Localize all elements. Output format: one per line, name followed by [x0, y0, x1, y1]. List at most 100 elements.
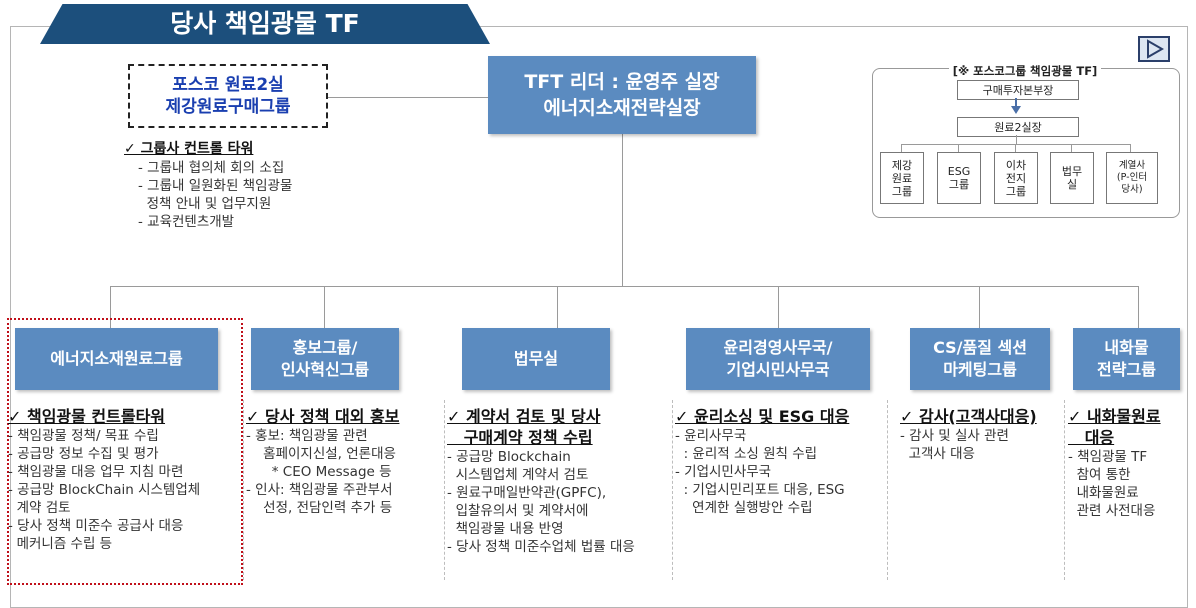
- dept-heading: ✓ 내화물원료: [1068, 407, 1161, 426]
- dept-item: 메커니즘 수립 등: [8, 536, 113, 552]
- dept-name: 전략그룹: [1097, 360, 1156, 379]
- inset-title: [※ 포스코그룹 책임광물 TF]: [948, 64, 1102, 78]
- dept-heading: ✓ 계약서 검토 및 당사: [447, 407, 601, 426]
- dept-name: 기업시민사무국: [726, 360, 830, 379]
- dept-box-energy-materials: 에너지소재원료그룹: [15, 328, 218, 390]
- inset-line: [958, 144, 959, 152]
- inset-child-text: ESG: [947, 165, 971, 178]
- column-separator: [672, 400, 673, 580]
- column-separator: [887, 400, 888, 580]
- dept-detail-pr-hr: ✓ 당사 정책 대외 홍보 - 홍보: 책임광물 관련 홈페이지신설, 언론대응…: [246, 406, 442, 517]
- dept-heading: ✓ 윤리소싱 및 ESG 대응: [675, 407, 850, 426]
- dept-item: 선정, 전담인력 추가 등: [246, 500, 393, 516]
- connector-line: [557, 286, 558, 328]
- play-icon[interactable]: [1138, 36, 1170, 62]
- inset-line: [901, 144, 902, 152]
- inset-top-box: 구매투자본부장: [957, 80, 1079, 100]
- dept-heading: 대응: [1068, 428, 1115, 447]
- inset-line: [1016, 135, 1017, 144]
- dept-box-ethics: 윤리경영사무국/ 기업시민사무국: [686, 328, 870, 390]
- dept-item: - 책임광물 대응 업무 지침 마련: [8, 464, 184, 480]
- dept-box-cs-quality: CS/품질 섹션 마케팅그룹: [910, 328, 1050, 390]
- dept-item: - 당사 정책 미준수업체 법률 대응: [447, 539, 635, 555]
- dept-item: 계약 검토: [8, 500, 71, 516]
- dept-item: - 인사: 책임광물 주관부서: [246, 482, 393, 498]
- inset-child-box: ESG 그룹: [937, 152, 981, 204]
- inset-child-box: 이차 전지 그룹: [994, 152, 1038, 204]
- dept-item: : 기업시민리포트 대응, ESG: [675, 482, 845, 498]
- dept-item: 입찰유의서 및 계약서에: [447, 503, 589, 519]
- inset-child-text: 원료: [891, 171, 913, 185]
- dept-item: 홈페이지신설, 언론대응: [246, 446, 396, 462]
- posco-notes: ✓ 그룹사 컨트롤 타워 - 그룹내 협의체 회의 소집 - 그룹내 일원화된 …: [124, 140, 292, 231]
- inset-title-wrap: [※ 포스코그룹 책임광물 TF]: [872, 60, 1178, 79]
- dept-item: - 공급망 BlockChain 시스템업체: [8, 482, 201, 498]
- inset-child-text: (P-인터: [1116, 172, 1148, 183]
- dept-item: - 감사 및 실사 관련: [900, 428, 1009, 444]
- dept-name: 내화물: [1104, 338, 1149, 357]
- posco-box-line: 포스코 원료2실: [172, 75, 284, 95]
- dept-item: - 책임광물 TF: [1068, 449, 1148, 465]
- inset-line: [1015, 144, 1016, 152]
- posco-notes-heading: ✓ 그룹사 컨트롤 타워: [124, 141, 254, 157]
- connector-line: [1138, 286, 1139, 328]
- connector-line: [324, 286, 325, 328]
- posco-notes-item: - 그룹내 협의체 회의 소집: [138, 160, 285, 176]
- connector-line: [979, 286, 980, 328]
- dept-item: 책임광물 내용 반영: [447, 521, 564, 537]
- connector-line: [110, 286, 111, 328]
- dept-item: - 공급망 Blockchain: [447, 449, 571, 465]
- column-separator: [1064, 400, 1065, 580]
- dept-item: 내화물원료: [1068, 485, 1139, 501]
- inset-child-text: 전지: [1005, 171, 1027, 185]
- dept-item: 관련 사전대응: [1068, 503, 1156, 519]
- dept-name: 홍보그룹/: [292, 338, 358, 357]
- inset-line: [1071, 144, 1072, 152]
- inset-child-text: 제강: [891, 158, 913, 172]
- arrow-down-icon: [1011, 106, 1021, 114]
- dept-item: 연계한 실행방안 수립: [675, 500, 813, 516]
- dept-heading: 구매계약 정책 수립: [447, 428, 593, 447]
- posco-notes-item: - 교육컨텐츠개발: [138, 214, 235, 230]
- dept-name: CS/품질 섹션: [933, 338, 1027, 357]
- dept-item: - 기업시민사무국: [675, 464, 772, 480]
- title-tab: [40, 4, 490, 44]
- posco-box-line: 제강원료구매그룹: [165, 97, 291, 117]
- dept-detail-legal: ✓ 계약서 검토 및 당사 구매계약 정책 수립 - 공급망 Blockchai…: [447, 406, 671, 556]
- highlight-frame: [7, 318, 243, 585]
- dept-item: * CEO Message 등: [246, 464, 392, 480]
- inset-child-box: 제강 원료 그룹: [880, 152, 924, 204]
- dept-item: - 원료구매일반약관(GPFC),: [447, 485, 607, 501]
- column-separator: [243, 400, 244, 580]
- inset-mid-box: 원료2실장: [957, 117, 1079, 137]
- dept-box-pr-hr: 홍보그룹/ 인사혁신그룹: [251, 328, 399, 390]
- connector-line: [110, 286, 1139, 287]
- dept-box-refractory: 내화물 전략그룹: [1073, 328, 1180, 390]
- dept-item: - 윤리사무국: [675, 428, 747, 444]
- inset-child-text: 그룹: [891, 184, 913, 198]
- inset-child-text: 이차: [1005, 158, 1027, 172]
- dept-item: 고객사 대응: [900, 446, 975, 462]
- dept-detail-cs-quality: ✓ 감사(고객사대응) - 감사 및 실사 관련 고객사 대응: [900, 406, 1062, 463]
- dept-heading: ✓ 감사(고객사대응): [900, 407, 1037, 426]
- dept-item: - 책임광물 정책/ 목표 수립: [8, 428, 159, 444]
- inset-child-box: 계열사 (P-인터 당사): [1106, 152, 1158, 204]
- posco-notes-item: - 그룹내 일원화된 책임광물: [138, 178, 293, 194]
- dept-heading: ✓ 책임광물 컨트롤타워: [8, 407, 166, 426]
- dept-name: 윤리경영사무국/: [723, 338, 833, 357]
- dept-item: 시스템업체 계약서 검토: [447, 467, 589, 483]
- dept-detail-energy-materials: ✓ 책임광물 컨트롤타워 - 책임광물 정책/ 목표 수립 - 공급망 정보 수…: [8, 406, 240, 553]
- tft-leader-box: TFT 리더 : 윤영주 실장 에너지소재전략실장: [488, 56, 756, 134]
- posco-notes-item: 정책 안내 및 업무지원: [138, 196, 272, 212]
- dept-name: 법무실: [513, 349, 559, 368]
- leader-line: 에너지소재전략실장: [543, 97, 701, 119]
- inset-child-text: 실: [1066, 178, 1078, 191]
- inset-child-box: 법무 실: [1050, 152, 1094, 204]
- dept-item: - 공급망 정보 수집 및 평가: [8, 446, 159, 462]
- page-title: 당사 책임광물 TF: [170, 9, 360, 38]
- dept-detail-refractory: ✓ 내화물원료 대응 - 책임광물 TF 참여 통한 내화물원료 관련 사전대응: [1068, 406, 1194, 520]
- dept-item: 참여 통한: [1068, 467, 1131, 483]
- connector-line: [778, 286, 779, 328]
- dept-detail-ethics: ✓ 윤리소싱 및 ESG 대응 - 윤리사무국 : 윤리적 소싱 원칙 수립 -…: [675, 406, 885, 517]
- inset-child-text: 당사): [1121, 184, 1143, 195]
